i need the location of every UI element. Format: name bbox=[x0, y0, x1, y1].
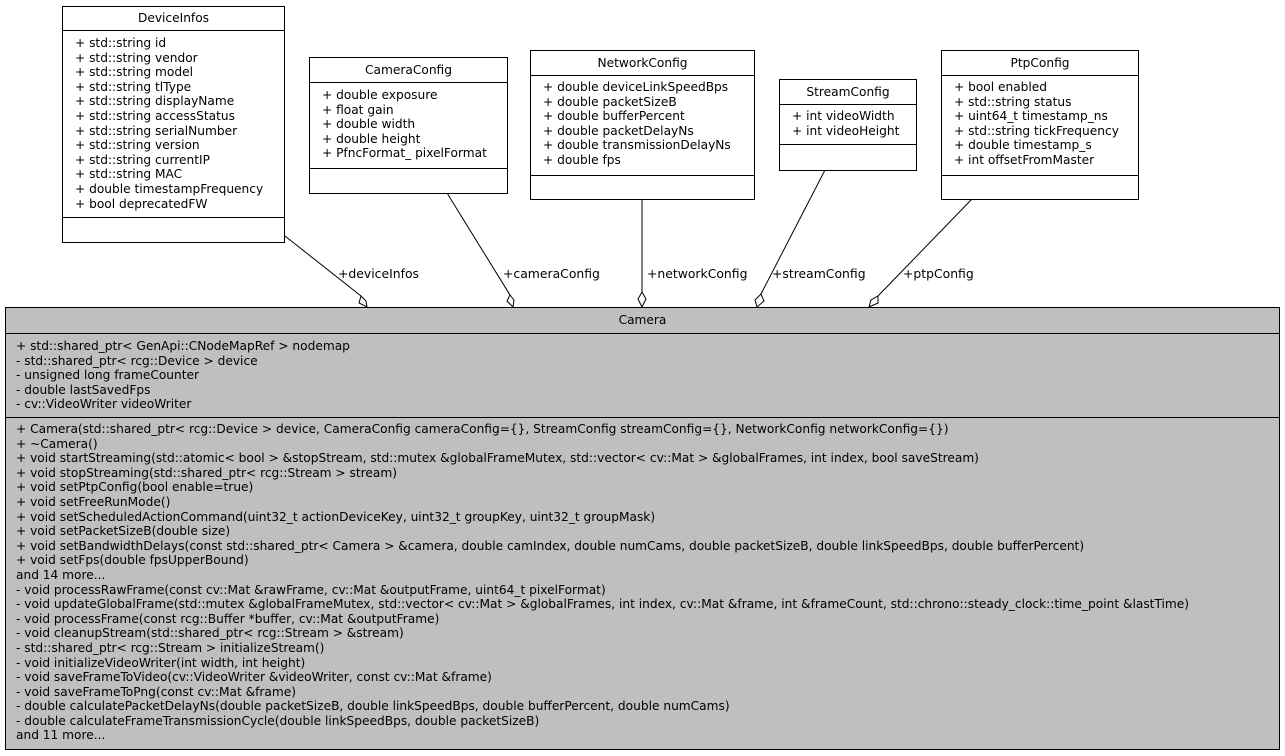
class-member: + void stopStreaming(std::shared_ptr< rc… bbox=[16, 465, 397, 480]
class-attributes: + std::shared_ptr< GenApi::CNodeMapRef >… bbox=[6, 334, 1279, 418]
class-member: - void processFrame(const rcg::Buffer *b… bbox=[16, 611, 440, 626]
class-cameraconfig[interactable]: CameraConfig + double exposure+ float ga… bbox=[309, 57, 508, 194]
class-member: + void setPtpConfig(bool enable=true) bbox=[16, 480, 254, 495]
class-member: - double calculatePacketDelayNs(double p… bbox=[16, 699, 730, 714]
class-camera[interactable]: Camera + std::shared_ptr< GenApi::CNodeM… bbox=[5, 307, 1280, 750]
class-member: + std::string displayName bbox=[75, 94, 235, 109]
edge-label-streamconfig: +streamConfig bbox=[772, 266, 866, 281]
class-member: + void setBandwidthDelays(const std::sha… bbox=[16, 538, 1085, 553]
class-member: + std::string status bbox=[954, 94, 1072, 109]
edge-networkconfig-diamond bbox=[637, 290, 647, 309]
class-member: + std::string MAC bbox=[75, 167, 183, 182]
class-member: + int videoWidth bbox=[792, 109, 895, 123]
class-member: + Camera(std::shared_ptr< rcg::Device > … bbox=[16, 422, 949, 436]
class-member: + int offsetFromMaster bbox=[954, 152, 1095, 167]
class-name: CameraConfig bbox=[310, 58, 507, 83]
class-member: - double lastSavedFps bbox=[16, 382, 151, 397]
class-member: + std::string accessStatus bbox=[75, 108, 235, 123]
edge-ptpconfig-line bbox=[877, 198, 973, 297]
class-member: + std::shared_ptr< GenApi::CNodeMapRef >… bbox=[16, 339, 350, 353]
class-name: NetworkConfig bbox=[531, 51, 754, 76]
class-member: + std::string vendor bbox=[75, 50, 198, 65]
class-member: + PfncFormat_ pixelFormat bbox=[322, 146, 487, 161]
edge-label-networkconfig: +networkConfig bbox=[647, 266, 748, 281]
class-member: + std::string version bbox=[75, 138, 200, 153]
class-member: + double height bbox=[322, 131, 421, 146]
class-member: + void startStreaming(std::atomic< bool … bbox=[16, 451, 979, 466]
edge-deviceinfos-line bbox=[284, 235, 362, 297]
class-member: and 14 more... bbox=[16, 567, 106, 582]
class-member: - std::shared_ptr< rcg::Stream > initial… bbox=[16, 640, 325, 655]
class-member: + double transmissionDelayNs bbox=[543, 138, 731, 153]
class-member: + void setScheduledActionCommand(uint32_… bbox=[16, 509, 656, 524]
class-member: + double width bbox=[322, 117, 416, 132]
class-member: - unsigned long frameCounter bbox=[16, 368, 200, 383]
class-attributes: + double exposure+ float gain+ double wi… bbox=[310, 83, 507, 169]
class-member: - void updateGlobalFrame(std::mutex &glo… bbox=[16, 597, 1190, 612]
class-member: + int videoHeight bbox=[792, 123, 900, 138]
class-member: + ~Camera() bbox=[16, 436, 98, 451]
class-member: - std::shared_ptr< rcg::Device > device bbox=[16, 353, 258, 368]
class-attributes: + bool enabled+ std::string status+ uint… bbox=[942, 76, 1138, 176]
class-attributes: + double deviceLinkSpeedBps+ double pack… bbox=[531, 76, 754, 176]
class-methods bbox=[531, 176, 754, 204]
class-member: + void setPacketSizeB(double size) bbox=[16, 524, 231, 539]
class-member: + double exposure bbox=[322, 88, 438, 102]
edge-label-deviceinfos: +deviceInfos bbox=[338, 266, 419, 281]
class-attributes: + std::string id+ std::string vendor+ st… bbox=[63, 31, 284, 218]
class-member: - void saveFrameToPng(const cv::Mat &fra… bbox=[16, 684, 296, 699]
edge-cameraconfig-diamond bbox=[506, 294, 515, 309]
class-member: + double packetDelayNs bbox=[543, 123, 694, 138]
class-member: - void initializeVideoWriter(int width, … bbox=[16, 655, 306, 670]
class-member: + void setFps(double fpsUpperBound) bbox=[16, 553, 249, 568]
class-member: - void cleanupStream(std::shared_ptr< rc… bbox=[16, 626, 404, 641]
class-member: + std::string model bbox=[75, 65, 193, 80]
class-streamconfig[interactable]: StreamConfig + int videoWidth+ int video… bbox=[779, 79, 917, 171]
class-methods bbox=[942, 176, 1138, 204]
edge-label-ptpconfig: +ptpConfig bbox=[903, 266, 974, 281]
class-member: + bool enabled bbox=[954, 80, 1048, 94]
class-member: + double deviceLinkSpeedBps bbox=[543, 80, 729, 94]
class-member: - void saveFrameToVideo(cv::VideoWriter … bbox=[16, 670, 492, 685]
class-member: - double calculateFrameTransmissionCycle… bbox=[16, 713, 540, 728]
class-member: - void processRawFrame(const cv::Mat &ra… bbox=[16, 582, 606, 597]
class-member: + std::string tlType bbox=[75, 79, 192, 94]
edge-ptpconfig-diamond bbox=[868, 295, 879, 308]
class-name: PtpConfig bbox=[942, 51, 1138, 76]
class-member: + double timestamp_s bbox=[954, 138, 1092, 153]
class-methods bbox=[780, 145, 916, 174]
edge-cameraconfig-line bbox=[446, 192, 511, 296]
class-member: + std::string currentIP bbox=[75, 152, 210, 167]
class-member: - cv::VideoWriter videoWriter bbox=[16, 397, 192, 412]
edge-label-cameraconfig: +cameraConfig bbox=[503, 266, 600, 281]
class-methods: + Camera(std::shared_ptr< rcg::Device > … bbox=[6, 418, 1279, 745]
class-member: + std::string tickFrequency bbox=[954, 123, 1119, 138]
class-name: Camera bbox=[6, 308, 1279, 334]
class-member: + float gain bbox=[322, 102, 394, 117]
class-networkconfig[interactable]: NetworkConfig + double deviceLinkSpeedBp… bbox=[530, 50, 755, 200]
class-member: + std::string serialNumber bbox=[75, 123, 238, 138]
class-methods bbox=[310, 169, 507, 198]
class-deviceinfos[interactable]: DeviceInfos + std::string id+ std::strin… bbox=[62, 6, 285, 243]
class-methods bbox=[63, 218, 284, 247]
class-member: + uint64_t timestamp_ns bbox=[954, 109, 1108, 124]
class-ptpconfig[interactable]: PtpConfig + bool enabled+ std::string st… bbox=[941, 50, 1139, 200]
class-member: + void setFreeRunMode() bbox=[16, 494, 171, 509]
edge-streamconfig-line bbox=[760, 169, 826, 295]
class-member: and 11 more... bbox=[16, 728, 106, 743]
class-attributes: + int videoWidth+ int videoHeight bbox=[780, 105, 916, 145]
class-name: StreamConfig bbox=[780, 80, 916, 105]
class-member: + double timestampFrequency bbox=[75, 181, 264, 196]
class-member: + double fps bbox=[543, 152, 621, 167]
class-name: DeviceInfos bbox=[63, 7, 284, 31]
edge-streamconfig-diamond bbox=[754, 293, 765, 308]
class-member: + double packetSizeB bbox=[543, 94, 677, 109]
class-member: + bool deprecatedFW bbox=[75, 196, 208, 211]
class-member: + std::string id bbox=[75, 36, 167, 50]
edge-deviceinfos-diamond bbox=[358, 295, 368, 308]
class-member: + double bufferPercent bbox=[543, 109, 685, 124]
